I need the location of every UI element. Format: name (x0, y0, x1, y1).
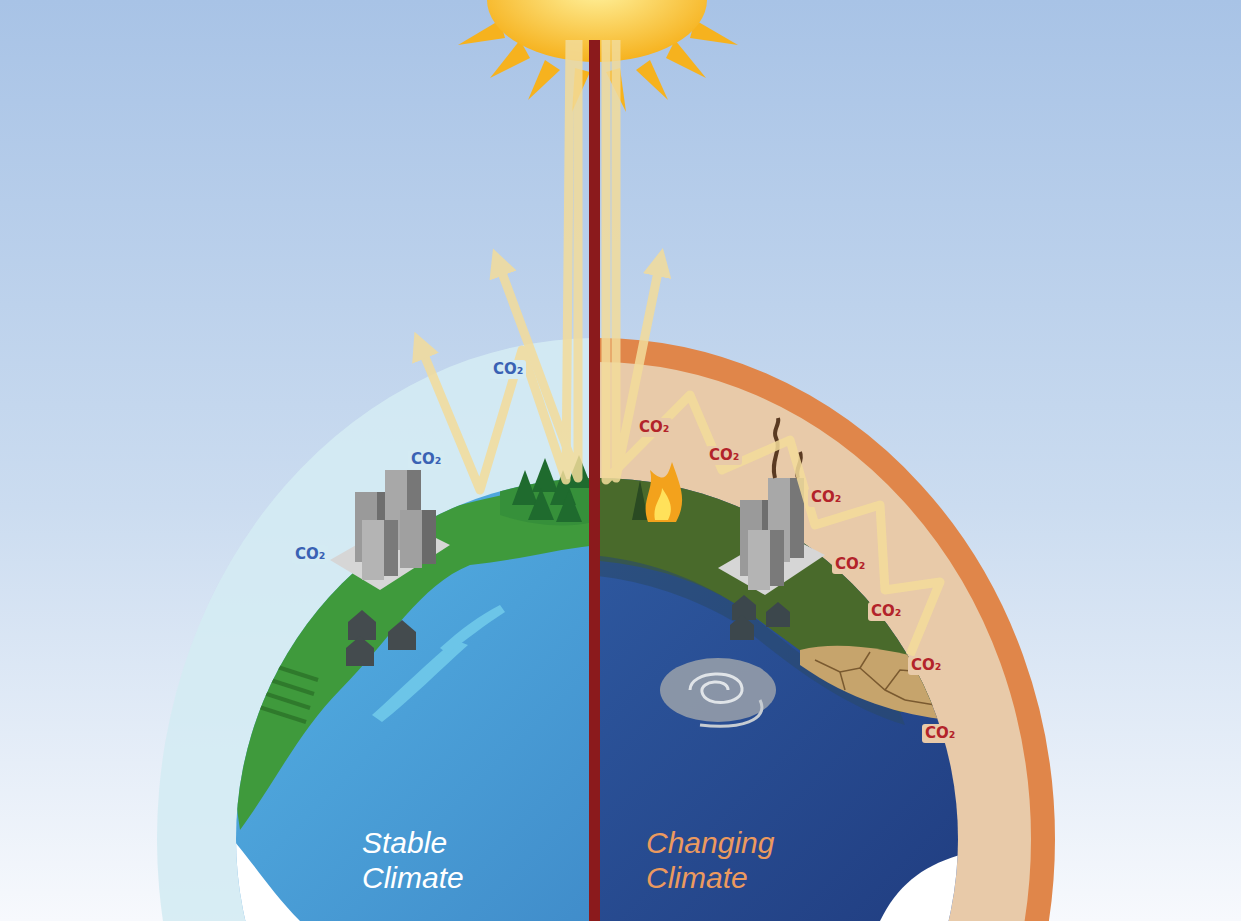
art-g (598, 470, 980, 921)
art-path (528, 488, 554, 520)
crop-rows (250, 662, 318, 722)
art-rect (400, 510, 422, 568)
co2-label: CO₂ (490, 360, 526, 379)
co2-label: CO₂ (908, 656, 944, 675)
art-path (730, 615, 754, 640)
co2-label: CO₂ (832, 555, 868, 574)
art-ellipse (157, 338, 592, 921)
co2-label: CO₂ (922, 724, 958, 743)
art-path (200, 820, 300, 921)
art-path (528, 60, 560, 100)
art-rect (384, 520, 398, 576)
art-path (800, 646, 950, 720)
art-path (532, 458, 558, 492)
hurricane (660, 658, 776, 726)
art-path (690, 674, 742, 703)
art-g (200, 470, 592, 921)
art-rect (770, 530, 784, 586)
art-ellipse (598, 350, 1043, 921)
art-polyline (606, 40, 940, 655)
climate-title: Stable Climate (362, 826, 512, 895)
art-rect (748, 530, 770, 590)
art-path (766, 602, 790, 627)
co2-label: CO₂ (292, 545, 328, 564)
art-line (254, 690, 310, 708)
light-rays (420, 40, 940, 655)
earth-right (598, 418, 980, 921)
art-path (346, 636, 374, 666)
co2-label: CO₂ (808, 488, 844, 507)
co2-label: CO₂ (636, 418, 672, 437)
art-rect (422, 510, 436, 564)
co2-label: CO₂ (408, 450, 444, 469)
art-path (905, 700, 935, 705)
art-path (840, 672, 845, 690)
stable-atmosphere (157, 338, 592, 921)
art-path (815, 660, 905, 700)
art-rect (362, 520, 384, 580)
art-path (372, 640, 468, 722)
climate-title: Changing Climate (646, 826, 816, 895)
art-path (348, 610, 376, 640)
wildfire (632, 462, 682, 522)
art-line (258, 676, 314, 694)
art-polyline (420, 40, 570, 490)
divider-bar (589, 40, 600, 921)
art-path (632, 480, 648, 520)
art-path (732, 595, 756, 620)
art-path (700, 700, 762, 726)
art-line (250, 704, 306, 722)
changing-atmosphere (598, 350, 1043, 921)
art-path (666, 40, 706, 78)
art-path (388, 620, 416, 650)
art-line (262, 662, 318, 680)
art-path (440, 605, 505, 654)
art-path (646, 462, 683, 522)
art-ellipse (660, 658, 776, 722)
art-path (556, 490, 582, 522)
art-path (230, 478, 592, 830)
houses-right (730, 595, 790, 640)
art-path (880, 850, 980, 921)
earth-left (200, 455, 592, 921)
houses (346, 610, 416, 666)
co2-label: CO₂ (706, 446, 742, 465)
co2-label: CO₂ (868, 602, 904, 621)
art-path (636, 60, 668, 100)
city (330, 470, 450, 590)
art-path (654, 488, 670, 520)
art-path (860, 652, 870, 668)
art-polyline (616, 40, 660, 478)
